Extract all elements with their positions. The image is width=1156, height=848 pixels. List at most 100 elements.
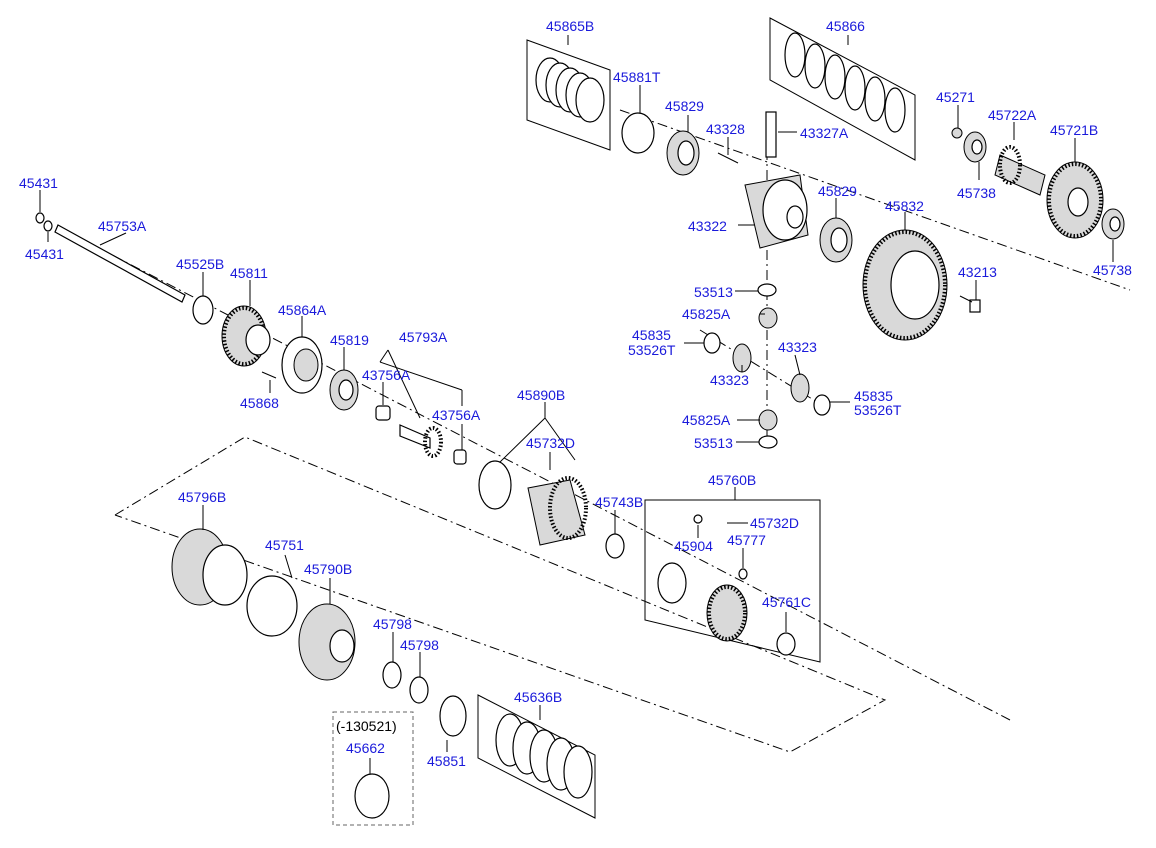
assembly-axis-lines — [59, 109, 1131, 753]
label-45796b: 45796B — [178, 489, 226, 505]
ring-45662 — [354, 773, 390, 819]
plate-45851 — [439, 695, 467, 737]
bolt-43213 — [959, 295, 981, 313]
label-53513-upper: 53513 — [694, 284, 733, 300]
part-labels: 45865B 45881T 45829 43328 43327A 45866 4… — [19, 18, 1132, 769]
clutch-pack-45636b — [477, 694, 596, 819]
bearing-43756a-right — [453, 449, 467, 465]
label-43323-upper: 43323 — [778, 339, 817, 355]
label-45431-bottom: 45431 — [25, 246, 64, 262]
label-45868: 45868 — [240, 395, 279, 411]
label-45798-right: 45798 — [400, 637, 439, 653]
label-45851: 45851 — [427, 753, 466, 769]
label-45753a: 45753A — [98, 218, 147, 234]
shaft-43327a — [765, 111, 777, 158]
label-45761c: 45761C — [762, 594, 811, 610]
drum-45796b — [171, 528, 248, 606]
label-45793a: 45793A — [399, 329, 448, 345]
label-45738-upper: 45738 — [957, 185, 996, 201]
washer-53513-lower — [758, 435, 778, 449]
label-45431-top: 45431 — [19, 175, 58, 191]
label-45881t: 45881T — [613, 69, 661, 85]
bearing-45829-lower — [819, 217, 853, 263]
pin-43328 — [717, 152, 739, 164]
differential-case-43322 — [744, 174, 809, 249]
label-45825a-upper: 45825A — [682, 306, 731, 322]
label-43327a: 43327A — [800, 125, 849, 141]
label-45738-lower: 45738 — [1093, 262, 1132, 278]
washer-45835-left — [703, 332, 721, 354]
bearing-45738-lower — [1101, 208, 1125, 240]
label-45865b: 45865B — [546, 18, 594, 34]
bearing-45829-upper — [666, 130, 700, 176]
label-45835-right: 45835 — [854, 388, 893, 404]
snap-ring-45881t — [621, 112, 655, 154]
label-45722a: 45722A — [988, 107, 1037, 123]
label-43756a-left: 43756A — [362, 367, 411, 383]
label-45819: 45819 — [330, 332, 369, 348]
label-45790b: 45790B — [304, 561, 352, 577]
hub-45790b — [298, 603, 356, 681]
label-45271: 45271 — [936, 89, 975, 105]
label-45864a: 45864A — [278, 302, 327, 318]
carrier-45890b — [478, 460, 588, 546]
bearing-43756a-left — [375, 405, 391, 421]
bearing-45738-upper — [963, 131, 987, 163]
label-45732d-upper: 45732D — [526, 435, 575, 451]
label-130521: (-130521) — [336, 718, 397, 734]
label-45890b: 45890B — [517, 387, 565, 403]
snap-ring-45751 — [246, 575, 298, 637]
washer-45798-right — [409, 676, 429, 704]
label-45825a-lower: 45825A — [682, 412, 731, 428]
nut-45271 — [951, 127, 963, 139]
shaft-gear-45722a — [994, 145, 1046, 196]
label-45904: 45904 — [674, 538, 713, 554]
label-45662: 45662 — [346, 740, 385, 756]
leader-lines — [39, 35, 1114, 774]
housing-45864a — [281, 336, 323, 394]
label-45636b: 45636B — [514, 689, 562, 705]
label-45832: 45832 — [885, 198, 924, 214]
seal-45525b — [192, 295, 214, 325]
label-45525b: 45525B — [176, 256, 224, 272]
gear-43323-right — [790, 373, 810, 403]
bolt-45868 — [261, 371, 277, 379]
variant-box-130521 — [332, 711, 414, 826]
bearing-45819 — [329, 369, 359, 411]
clutch-pack-45866 — [769, 17, 916, 161]
label-45811: 45811 — [230, 265, 268, 281]
washer-45743b — [605, 533, 625, 559]
label-45829-lower: 45829 — [818, 183, 857, 199]
washer-45835-right — [813, 394, 831, 416]
clutch-pack-45865b — [526, 39, 611, 151]
label-43322: 43322 — [688, 218, 727, 234]
label-53526t-right: 53526T — [854, 402, 902, 418]
washer-53513-upper — [757, 283, 777, 297]
pinion-45793a — [399, 424, 443, 458]
label-43323-lower: 43323 — [710, 372, 749, 388]
label-45777: 45777 — [727, 532, 766, 548]
label-45829-upper: 45829 — [665, 98, 704, 114]
label-43213: 43213 — [958, 264, 997, 280]
label-43756a-right: 43756A — [432, 407, 481, 423]
gear-45721b — [1046, 161, 1104, 239]
label-45835-left: 45835 — [632, 327, 671, 343]
label-45760b: 45760B — [708, 472, 756, 488]
label-43328: 43328 — [706, 121, 745, 137]
gear-45811 — [221, 305, 271, 367]
label-45866: 45866 — [826, 18, 865, 34]
label-45743b: 45743B — [595, 494, 643, 510]
label-45721b: 45721B — [1050, 122, 1098, 138]
ring-gear-45832 — [862, 229, 948, 341]
washer-45798-left — [382, 661, 402, 689]
label-45732d-lower: 45732D — [750, 515, 799, 531]
label-53526t-left: 53526T — [628, 342, 676, 358]
input-shaft-45753a — [35, 212, 186, 303]
kit-45760b — [644, 499, 821, 663]
gear-45825a-upper — [758, 307, 778, 329]
label-45751: 45751 — [265, 537, 304, 553]
label-45798-left: 45798 — [373, 616, 412, 632]
label-53513-lower: 53513 — [694, 435, 733, 451]
gear-45825a-lower — [758, 409, 778, 431]
